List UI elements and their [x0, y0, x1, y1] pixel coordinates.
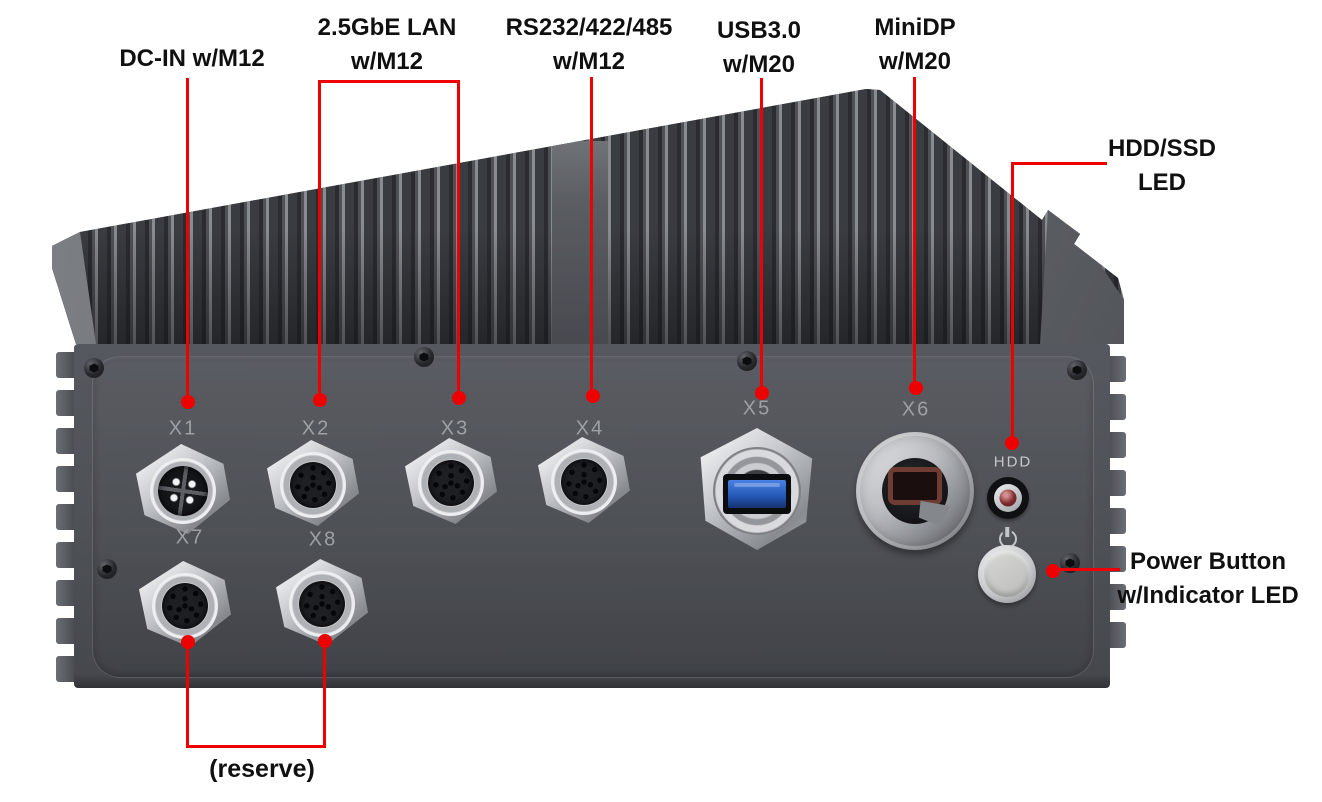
port-x2-lan: [267, 440, 359, 526]
port-x5-usb: [697, 428, 817, 550]
callout-dot-x5: [755, 386, 769, 400]
panel-screw: [84, 358, 104, 378]
heatsink-center-channel: [552, 141, 608, 344]
callout-label-minidp: MiniDP w/M20: [874, 11, 955, 79]
hdd-led: [987, 477, 1029, 519]
port-label-x3: X3: [440, 417, 470, 440]
m12-female-face: [290, 461, 336, 508]
callout-dot-x1: [181, 395, 195, 409]
callout-line-dc-in: [186, 78, 189, 402]
port-label-x6: X6: [901, 398, 931, 421]
callout-dot-x3: [452, 391, 466, 405]
port-label-x7: X7: [175, 526, 205, 549]
callout-label-usb-line2: w/M20: [722, 51, 796, 78]
hdd-indicator-label: HDD: [993, 453, 1033, 471]
port-label-x4: X4: [575, 417, 605, 440]
callout-line-x7: [186, 641, 189, 748]
callout-label-reserve: (reserve): [209, 755, 315, 783]
callout-dot-x8: [318, 634, 332, 648]
panel-screw: [737, 351, 757, 371]
minidp-receptacle: [888, 466, 942, 505]
minidp-cavity: [882, 458, 948, 524]
callout-dot-power: [1046, 564, 1060, 578]
callout-dot-x7: [181, 635, 195, 649]
callout-label-usb-line1: USB3.0: [716, 17, 802, 44]
callout-label-lan-line2: w/M12: [350, 48, 424, 75]
callout-label-hdd-led-line2: LED: [1137, 169, 1186, 196]
callout-label-minidp-line1: MiniDP: [874, 14, 956, 41]
hdd-led-core: [999, 489, 1017, 507]
port-x1-dc-in: [136, 444, 230, 534]
callout-line-x8: [323, 640, 326, 748]
callout-label-rs232: RS232/422/485 w/M12: [506, 11, 673, 79]
callout-line-hdd-v: [1011, 162, 1014, 443]
callout-bracket-reserve: [186, 745, 326, 748]
callout-line-usb: [760, 78, 763, 393]
callout-line-power: [1053, 568, 1120, 571]
callout-dot-x6: [909, 381, 923, 395]
callout-label-hdd-led-line1: HDD/SSD: [1107, 135, 1217, 162]
callout-label-hdd-led: HDD/SSD LED: [1108, 132, 1216, 200]
power-icon-bar: [1005, 527, 1009, 537]
port-x4-serial: [538, 437, 630, 523]
port-label-x5: X5: [742, 397, 772, 420]
port-x3-lan: [405, 438, 497, 524]
callout-label-lan-line1: 2.5GbE LAN: [317, 14, 457, 41]
panel-screw: [414, 347, 434, 367]
port-x8-reserve: [276, 559, 368, 645]
power-button: [978, 545, 1036, 603]
power-icon: [998, 527, 1017, 548]
usb-blue-tongue: [728, 479, 786, 508]
callout-line-lan-x2: [318, 80, 321, 400]
power-button-cap: [984, 551, 1030, 597]
callout-line-hdd-h: [1011, 162, 1107, 165]
callout-label-minidp-line2: w/M20: [878, 48, 952, 75]
callout-label-power-line1: Power Button: [1129, 548, 1286, 575]
callout-dot-x2: [313, 393, 327, 407]
panel-screw: [97, 559, 117, 579]
m12-female-face: [561, 458, 607, 505]
m12-female-face: [428, 459, 474, 506]
port-label-x1: X1: [168, 417, 198, 440]
usb-port-frame: [723, 473, 791, 514]
port-label-x2: X2: [301, 417, 331, 440]
callout-label-usb: USB3.0 w/M20: [717, 14, 801, 82]
callout-line-rs232: [590, 77, 593, 396]
panel-screw: [1067, 360, 1087, 380]
m12-female-face: [299, 580, 345, 627]
port-x6-minidp: [853, 429, 977, 553]
heatsink-fins: [52, 89, 1124, 344]
port-x7-reserve: [139, 561, 231, 647]
callout-line-lan-x3: [457, 80, 460, 398]
callout-label-rs232-line1: RS232/422/485: [505, 14, 673, 41]
callout-dot-x4: [586, 389, 600, 403]
callout-label-dc-in: DC-IN w/M12: [119, 45, 265, 72]
callout-dot-hdd: [1005, 436, 1019, 450]
port-label-x8: X8: [308, 528, 338, 551]
callout-label-rs232-line2: w/M12: [552, 48, 626, 75]
callout-label-power: Power Button w/Indicator LED: [1117, 545, 1298, 613]
callout-label-lan: 2.5GbE LAN w/M12: [318, 11, 457, 79]
callout-line-minidp: [913, 77, 916, 388]
m12-female-face: [162, 582, 208, 629]
callout-bracket-lan: [318, 80, 460, 83]
callout-label-power-line2: w/Indicator LED: [1117, 582, 1299, 609]
